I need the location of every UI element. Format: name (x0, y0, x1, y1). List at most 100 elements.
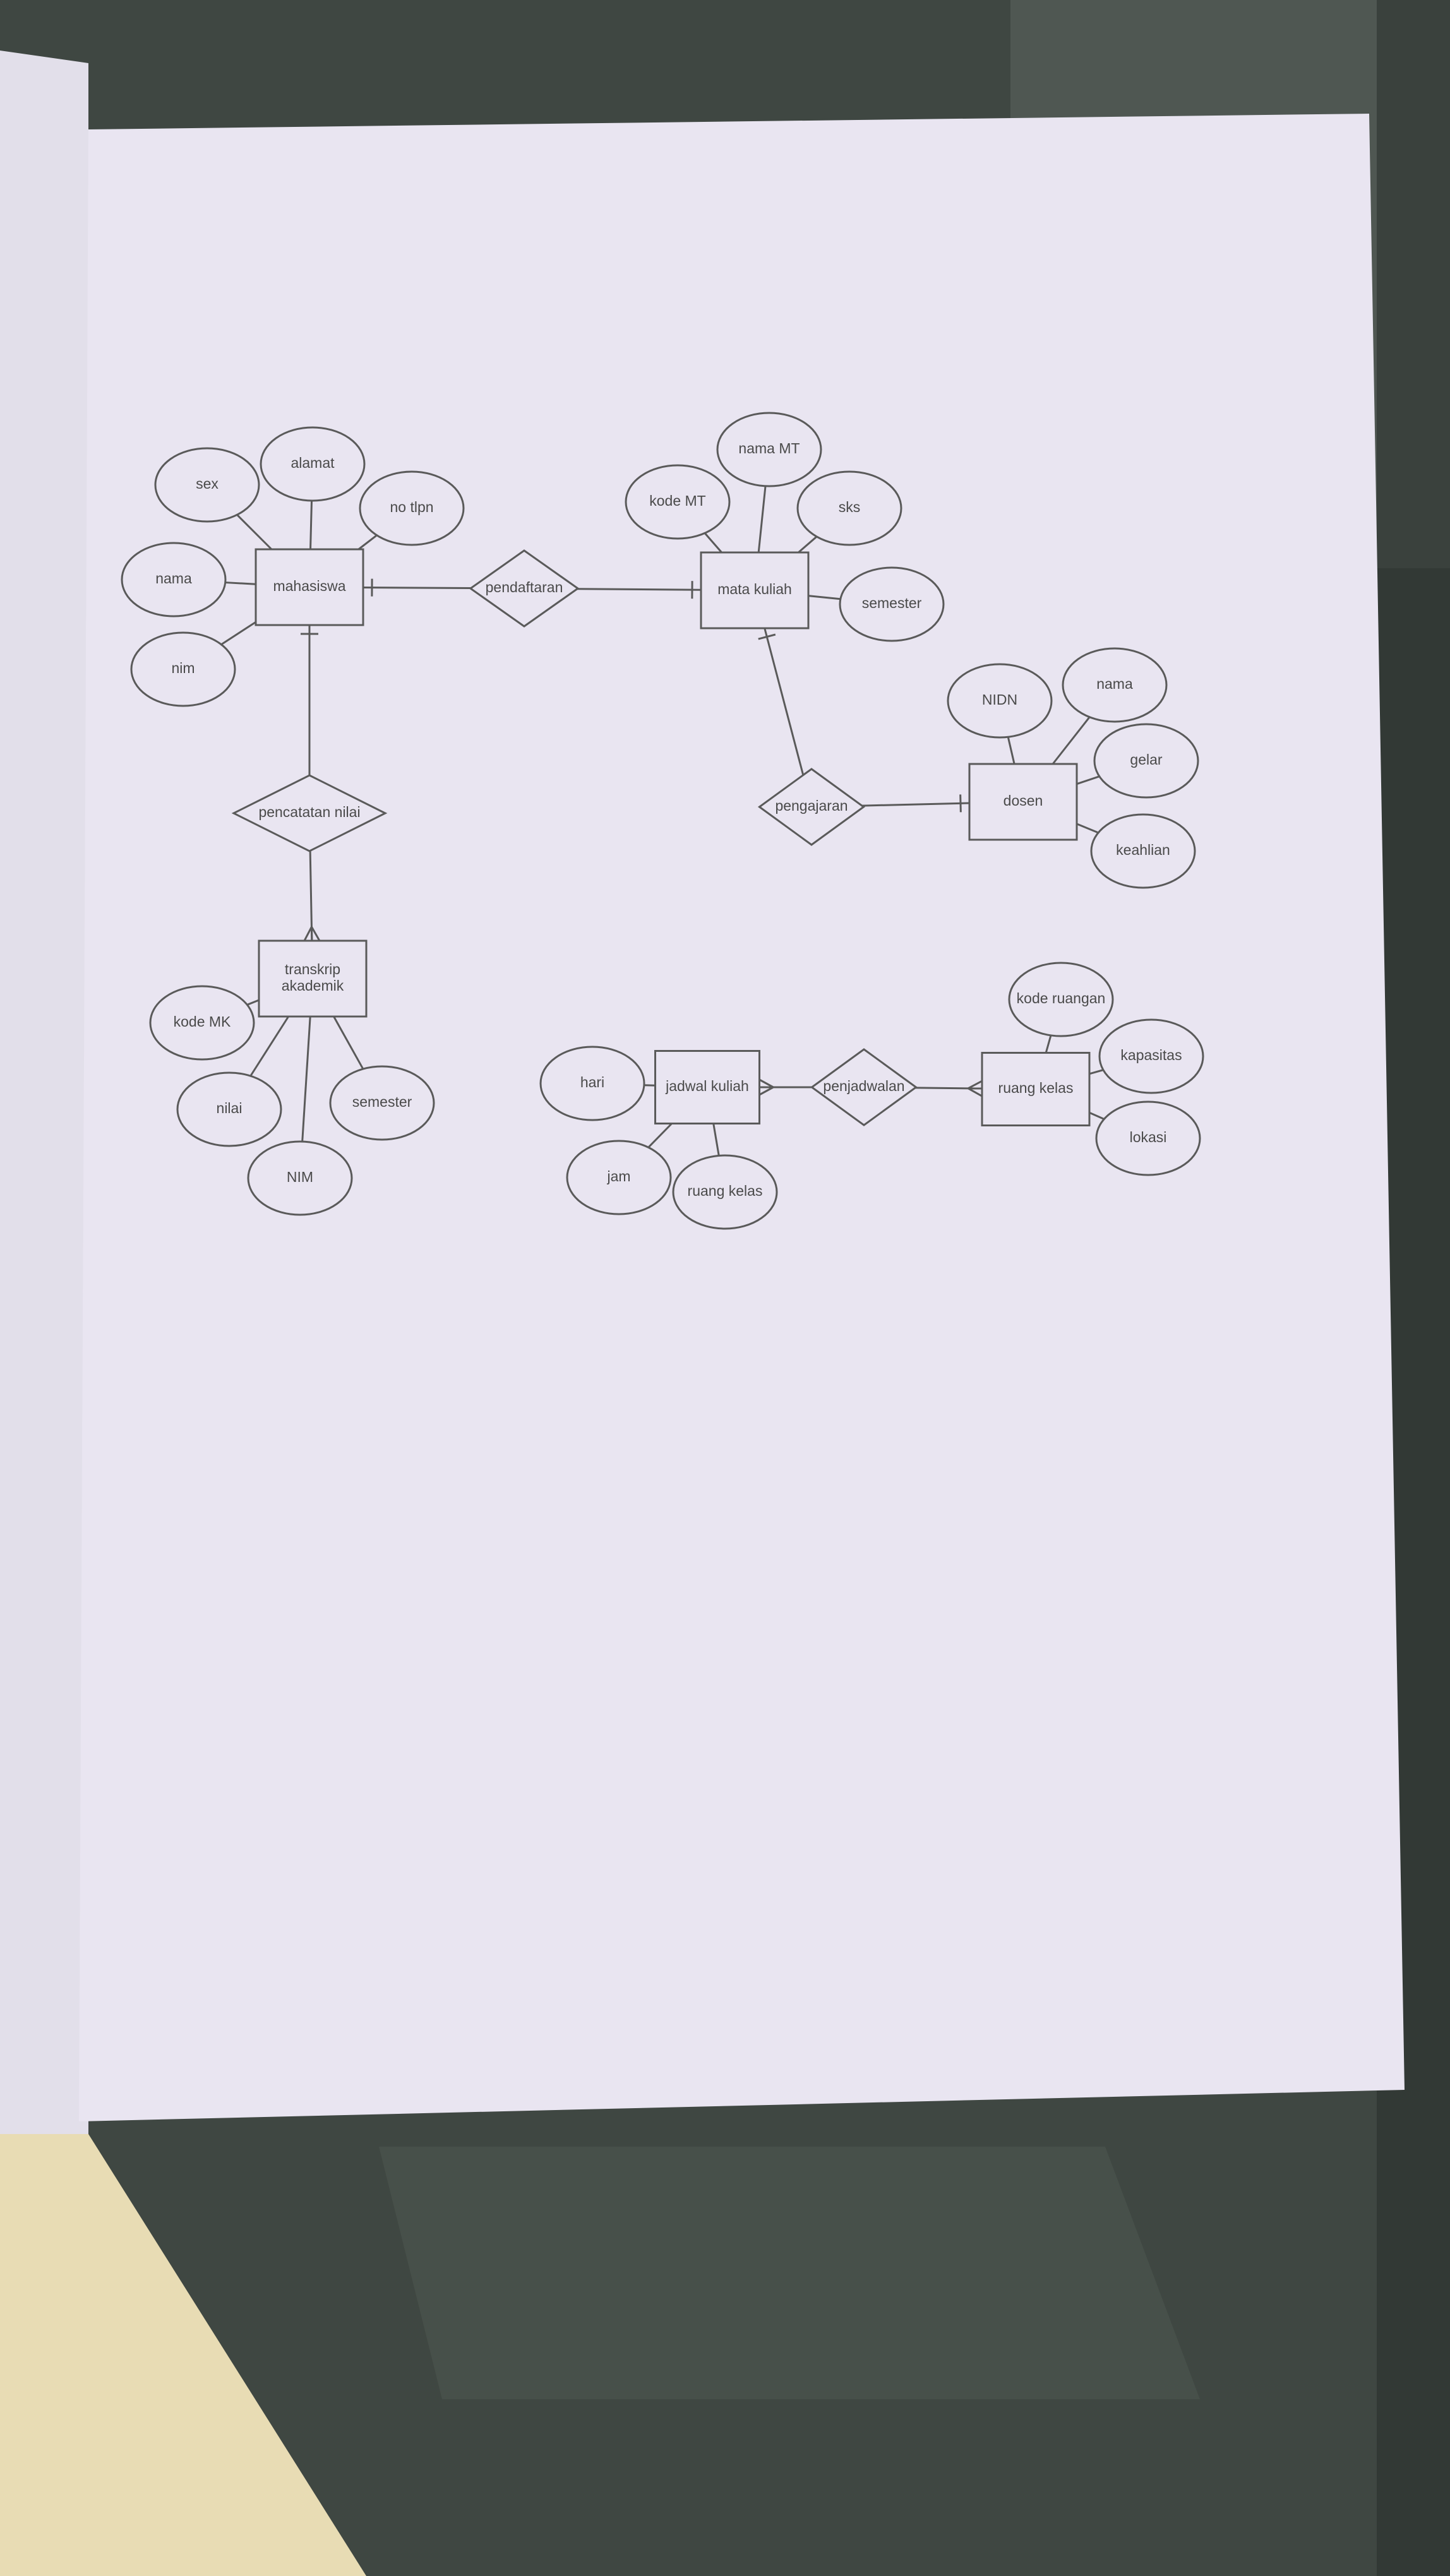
line-kode-mk-to-transkrip (246, 999, 260, 1006)
line-jam-to-jadwal (647, 1123, 673, 1148)
attribute-label-nim-tr: NIM (287, 1169, 313, 1185)
relationship-label-pencatatan: pencatatan nilai (258, 804, 360, 820)
entity-box-mahasiswa (255, 548, 364, 626)
relationship-diamond-penjadwalan (810, 1048, 918, 1126)
line-kode-mt-to-mata-kuliah (704, 532, 722, 553)
line-lokasi-to-ruang (1089, 1111, 1105, 1120)
crowfoot-mark-pencatatan-transkrip (303, 926, 313, 941)
attribute-ellipse-lokasi (1095, 1100, 1201, 1176)
entity-mahasiswa: mahasiswa (255, 548, 364, 626)
entity-label-mahasiswa: mahasiswa (273, 578, 345, 594)
attribute-ellipse-gelar (1093, 723, 1199, 799)
entity-label-dosen: dosen (1004, 792, 1043, 809)
attribute-label-sex: sex (196, 475, 219, 492)
line-nama-mhs-to-mahasiswa (225, 581, 256, 585)
crowfoot-mark-penjadwalan-jadwal (758, 1086, 774, 1096)
relationship-label-penjadwalan: penjadwalan (823, 1078, 904, 1094)
attribute-ellipse-sex (154, 447, 260, 523)
attribute-ellipse-nama-dosen (1062, 647, 1168, 723)
line-pendaftaran-to-mata-kuliah (577, 588, 702, 591)
attribute-label-lokasi: lokasi (1130, 1129, 1167, 1145)
entity-label-transkrip-line-1: transkrip (285, 961, 340, 977)
attribute-label-gelar: gelar (1130, 751, 1162, 768)
attribute-hari: hari (539, 1046, 645, 1121)
crowfoot-mark-penjadwalan-ruang (968, 1080, 983, 1090)
attribute-label-nim-mhs: nim (171, 660, 195, 676)
attribute-label-kapasitas: kapasitas (1120, 1047, 1182, 1063)
attribute-kode-mk: kode MK (149, 985, 255, 1061)
line-alamat-to-mahasiswa (309, 500, 313, 550)
attribute-ellipse-no-tlpn (359, 470, 465, 546)
relationship-label-pengajaran: pengajaran (775, 797, 848, 814)
line-gelar-to-dosen (1076, 775, 1100, 785)
attribute-kapasitas: kapasitas (1098, 1018, 1204, 1094)
attribute-kode-mt: kode MT (625, 464, 731, 540)
paper-sheet (79, 114, 1405, 2121)
line-keahlian-to-dosen (1076, 823, 1099, 834)
line-ruang-kelas-attr-to-jadwal (712, 1123, 720, 1156)
attribute-ruang-kelas-attr: ruang kelas (672, 1154, 778, 1230)
entity-box-jadwal (654, 1050, 760, 1124)
attribute-nim-mhs: nim (130, 631, 236, 707)
attribute-label-no-tlpn: no tlpn (390, 499, 433, 515)
attribute-label-ruang-kelas-attr: ruang kelas (688, 1183, 763, 1199)
line-sks-to-mata-kuliah (798, 535, 818, 554)
relationship-diamond-pengajaran (757, 768, 866, 846)
attribute-sex: sex (154, 447, 260, 523)
attribute-label-alamat: alamat (291, 455, 335, 471)
attribute-label-nama-mt: nama MT (738, 440, 800, 456)
line-nama-dosen-to-dosen (1052, 716, 1091, 765)
entity-label-transkrip-line-2: akademik (282, 977, 344, 994)
line-semester-tr-to-transkrip (333, 1016, 364, 1070)
line-hari-to-jadwal (644, 1084, 656, 1087)
attribute-label-semester-tr: semester (352, 1094, 412, 1110)
relationship-label-pendaftaran: pendaftaran (486, 579, 563, 595)
attribute-nidn: NIDN (947, 663, 1053, 739)
crowfoot-mark-pencatatan-transkrip (311, 926, 321, 941)
attribute-label-nama-dosen: nama (1096, 676, 1133, 692)
line-kode-ruangan-to-ruang (1045, 1035, 1052, 1053)
entity-box-ruang (981, 1052, 1091, 1126)
attribute-ellipse-kode-mk (149, 985, 255, 1061)
crowfoot-mark-penjadwalan-jadwal (758, 1078, 774, 1088)
desk-reflection (379, 2147, 1200, 2399)
attribute-ellipse-kode-ruangan (1008, 962, 1114, 1037)
attribute-label-sks: sks (839, 499, 861, 515)
attribute-nim-tr: NIM (247, 1140, 353, 1216)
attribute-ellipse-nilai (176, 1071, 282, 1147)
attribute-nama-dosen: nama (1062, 647, 1168, 723)
relationship-pengajaran: pengajaran (757, 768, 866, 846)
attribute-ellipse-nama-mt (716, 412, 822, 487)
attribute-label-kode-ruangan: kode ruangan (1017, 990, 1106, 1006)
attribute-label-hari: hari (580, 1074, 604, 1090)
attribute-lokasi: lokasi (1095, 1100, 1201, 1176)
left-book-page (0, 51, 88, 2159)
line-pencatatan-to-transkrip (309, 850, 313, 941)
attribute-keahlian: keahlian (1090, 813, 1196, 889)
attribute-ellipse-sks (796, 470, 902, 546)
attribute-kode-ruangan: kode ruangan (1008, 962, 1114, 1037)
line-pengajaran-to-mata-kuliah (764, 628, 805, 775)
line-sex-to-mahasiswa (236, 514, 273, 551)
cardinality-bar-pengajaran-mata-kuliah (758, 633, 776, 640)
attribute-ellipse-ruang-kelas-attr (672, 1154, 778, 1230)
attribute-label-kode-mk: kode MK (174, 1013, 231, 1030)
attribute-label-semester-mk: semester (862, 595, 922, 611)
attribute-label-kode-mt: kode MT (649, 492, 705, 509)
attribute-label-nidn: NIDN (982, 691, 1017, 708)
attribute-nama-mt: nama MT (716, 412, 822, 487)
attribute-nilai: nilai (176, 1071, 282, 1147)
line-nim-tr-to-transkrip (301, 1016, 311, 1142)
entity-box-transkrip (258, 939, 368, 1018)
attribute-nama-mhs: nama (121, 542, 227, 617)
corner-object (0, 2134, 366, 2576)
attribute-ellipse-alamat (260, 426, 366, 502)
entity-jadwal: jadwal kuliah (654, 1050, 760, 1124)
attribute-ellipse-kode-mt (625, 464, 731, 540)
line-semester-mk-to-mata-kuliah (808, 595, 841, 600)
relationship-pencatatan: pencatatan nilai (231, 774, 388, 852)
relationship-penjadwalan: penjadwalan (810, 1048, 918, 1126)
